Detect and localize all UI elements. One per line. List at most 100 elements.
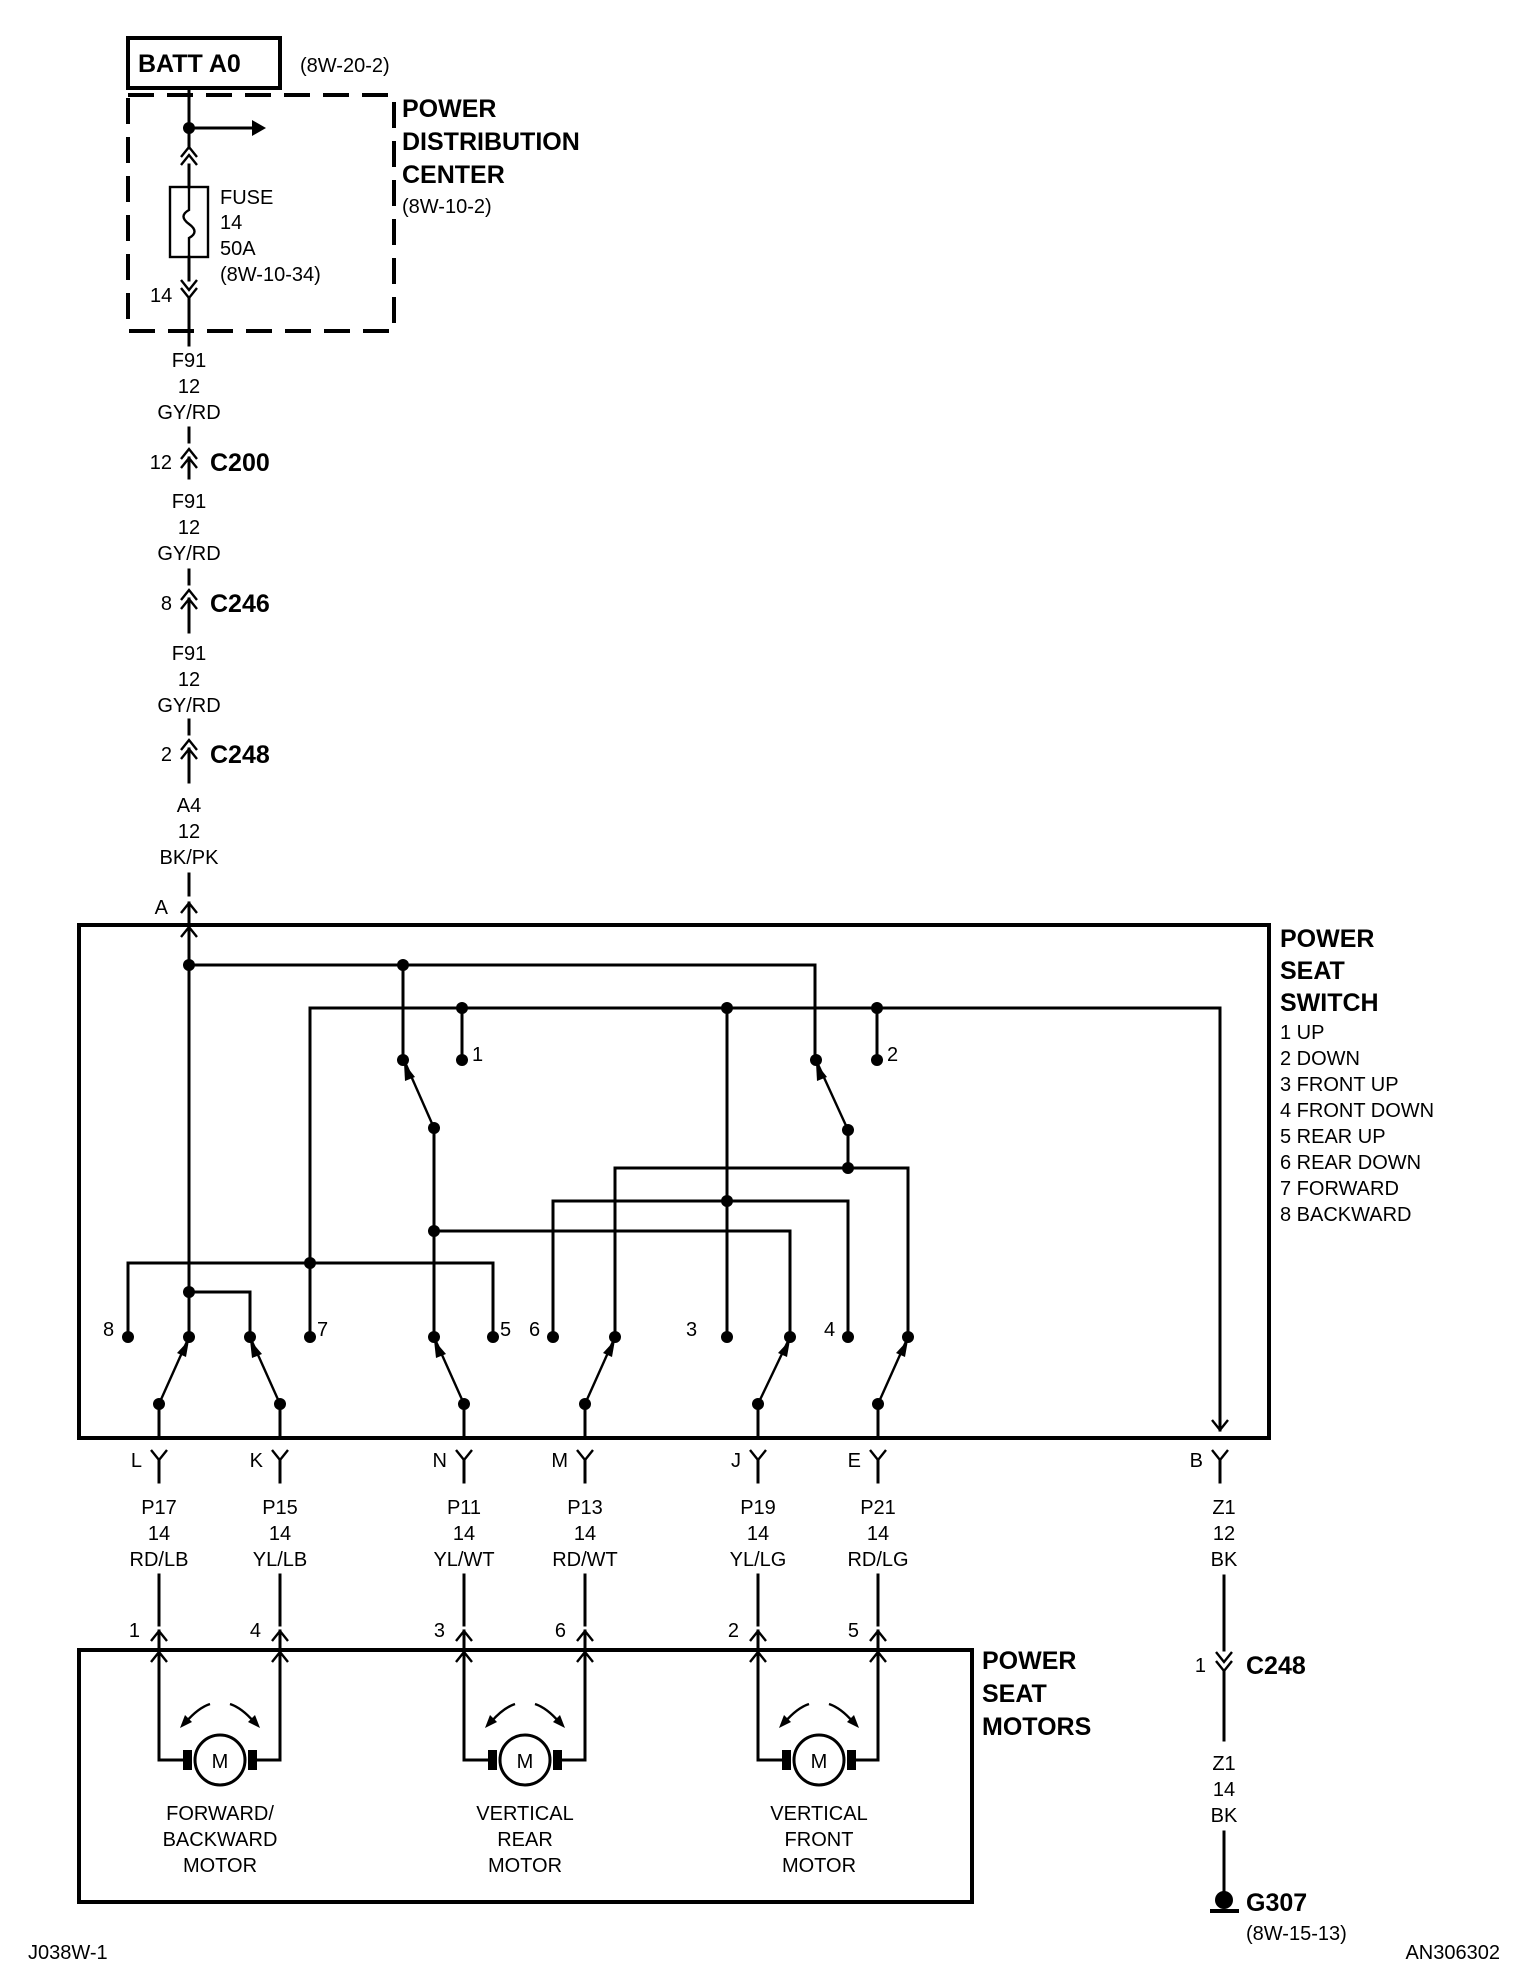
svg-text:P15: P15 (262, 1497, 298, 1519)
svg-text:12: 12 (178, 517, 200, 539)
svg-text:MOTOR: MOTOR (782, 1855, 856, 1877)
footer-right: AN306302 (1405, 1942, 1500, 1964)
output-wire-label: P21 14 RD/LG (847, 1497, 908, 1571)
svg-text:DISTRIBUTION: DISTRIBUTION (402, 128, 580, 156)
pdc-ref: (8W-10-2) (402, 196, 492, 218)
svg-text:REAR: REAR (497, 1829, 553, 1851)
svg-text:VERTICAL: VERTICAL (770, 1803, 867, 1825)
motor-icon (498, 1733, 552, 1787)
svg-text:BK: BK (1211, 1549, 1238, 1571)
ground-wire-label: Z1 14 BK (1211, 1753, 1238, 1827)
ground-name: G307 (1246, 1889, 1307, 1917)
svg-text:F91: F91 (172, 350, 206, 372)
switch-pin: E (848, 1450, 861, 1472)
svg-text:14: 14 (453, 1523, 475, 1545)
output-wire-label: P19 14 YL/LG (730, 1497, 787, 1571)
svg-text:FRONT: FRONT (785, 1829, 854, 1851)
svg-text:M: M (517, 1751, 534, 1773)
contact-label: 5 (500, 1319, 511, 1341)
svg-text:2 DOWN: 2 DOWN (1280, 1048, 1360, 1070)
connector-pin: 12 (150, 452, 172, 474)
output-wire-label: P15 14 YL/LB (253, 1497, 307, 1571)
fuse-label: FUSE 14 50A (8W-10-34) (220, 187, 321, 286)
power-seat-motors-box (77, 1648, 974, 1904)
svg-text:14: 14 (1213, 1779, 1235, 1801)
switch-internal-wiring (126, 923, 1229, 1440)
contact-label: 6 (529, 1319, 540, 1341)
svg-text:P11: P11 (447, 1497, 481, 1519)
svg-text:1 UP: 1 UP (1280, 1022, 1324, 1044)
contact-label: 3 (686, 1319, 697, 1341)
connector-pin: 8 (161, 593, 172, 615)
svg-text:CENTER: CENTER (402, 161, 505, 189)
svg-text:(8W-10-34): (8W-10-34) (220, 264, 321, 286)
svg-text:RD/LG: RD/LG (847, 1549, 908, 1571)
svg-text:POWER: POWER (1280, 925, 1374, 953)
svg-text:M: M (811, 1751, 828, 1773)
connector-pin: 2 (161, 744, 172, 766)
pdc-title: POWER DISTRIBUTION CENTER (402, 95, 580, 189)
svg-text:12: 12 (178, 821, 200, 843)
feed-wire-label: F91 12 GY/RD (157, 350, 220, 424)
ground-connector-pin: 1 (1195, 1655, 1206, 1677)
svg-text:FUSE: FUSE (220, 187, 273, 209)
svg-text:14: 14 (747, 1523, 769, 1545)
fuse-pin: 14 (150, 285, 172, 307)
svg-text:GY/RD: GY/RD (157, 695, 220, 717)
svg-text:YL/LG: YL/LG (730, 1549, 787, 1571)
switch-pin: J (731, 1450, 741, 1472)
ground-connector-name: C248 (1246, 1652, 1306, 1680)
svg-text:POWER: POWER (402, 95, 496, 123)
svg-text:FORWARD/: FORWARD/ (166, 1803, 274, 1825)
svg-text:14: 14 (574, 1523, 596, 1545)
output-wire-lower (150, 1573, 887, 1652)
contact-label: 8 (103, 1319, 114, 1341)
svg-text:MOTOR: MOTOR (183, 1855, 257, 1877)
motor-pin: 2 (728, 1620, 739, 1642)
switch-junction-dots (122, 959, 914, 1410)
svg-text:14: 14 (269, 1523, 291, 1545)
contact-label: 2 (887, 1044, 898, 1066)
svg-text:GY/RD: GY/RD (157, 402, 220, 424)
svg-text:RD/LB: RD/LB (130, 1549, 189, 1571)
svg-text:P17: P17 (141, 1497, 177, 1519)
contact-label: 7 (317, 1319, 328, 1341)
svg-text:P21: P21 (860, 1497, 896, 1519)
svg-text:12: 12 (1213, 1523, 1235, 1545)
svg-text:Z1: Z1 (1212, 1497, 1235, 1519)
svg-text:YL/LB: YL/LB (253, 1549, 307, 1571)
svg-text:A4: A4 (177, 795, 201, 817)
svg-text:BK/PK: BK/PK (160, 847, 220, 869)
svg-text:4 FRONT DOWN: 4 FRONT DOWN (1280, 1100, 1434, 1122)
connector-name: C200 (210, 449, 270, 477)
svg-text:14: 14 (867, 1523, 889, 1545)
svg-text:P19: P19 (740, 1497, 776, 1519)
switch-title: POWER SEAT SWITCH (1280, 925, 1379, 1017)
output-wire-label: P11 14 YL/WT (433, 1497, 494, 1571)
battery-box (126, 36, 282, 90)
contact-label: 1 (472, 1044, 483, 1066)
svg-text:14: 14 (220, 212, 242, 234)
svg-text:GY/RD: GY/RD (157, 543, 220, 565)
output-wire-label: P17 14 RD/LB (130, 1497, 189, 1571)
svg-text:F91: F91 (172, 643, 206, 665)
svg-text:RD/WT: RD/WT (552, 1549, 618, 1571)
ground-wire-label: Z1 12 BK (1211, 1497, 1238, 1571)
motor-icon (792, 1733, 846, 1787)
battery-label: BATT A0 (138, 50, 241, 78)
ground-ref: (8W-15-13) (1246, 1923, 1347, 1945)
svg-text:P13: P13 (567, 1497, 603, 1519)
svg-text:MOTOR: MOTOR (488, 1855, 562, 1877)
switch-pin: L (131, 1450, 142, 1472)
rotation-arrow-icon (784, 1702, 810, 1723)
motor-icon (193, 1733, 247, 1787)
motor-pin: 5 (848, 1620, 859, 1642)
svg-text:7 FORWARD: 7 FORWARD (1280, 1178, 1399, 1200)
rotation-arrow-icon (185, 1702, 211, 1723)
motor-pin: 1 (129, 1620, 140, 1642)
motors-title: POWER SEAT MOTORS (982, 1647, 1091, 1741)
svg-text:12: 12 (178, 669, 200, 691)
connector-name: C246 (210, 590, 270, 618)
feed-wire-label: F91 12 GY/RD (157, 491, 220, 565)
